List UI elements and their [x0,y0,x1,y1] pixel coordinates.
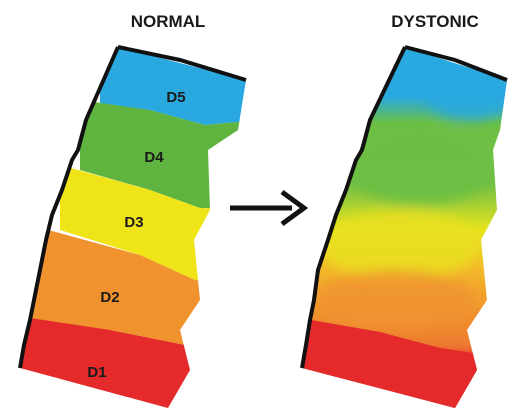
label-d1: D1 [87,364,106,381]
label-d2: D2 [100,289,119,306]
normal-title: NORMAL [131,12,206,31]
right-arrow-icon [230,192,304,224]
label-d4: D4 [144,149,164,166]
dystonic-title: DYSTONIC [391,12,479,31]
label-d3: D3 [124,214,143,231]
dystonic-strip [290,40,513,414]
label-d5: D5 [166,89,185,106]
